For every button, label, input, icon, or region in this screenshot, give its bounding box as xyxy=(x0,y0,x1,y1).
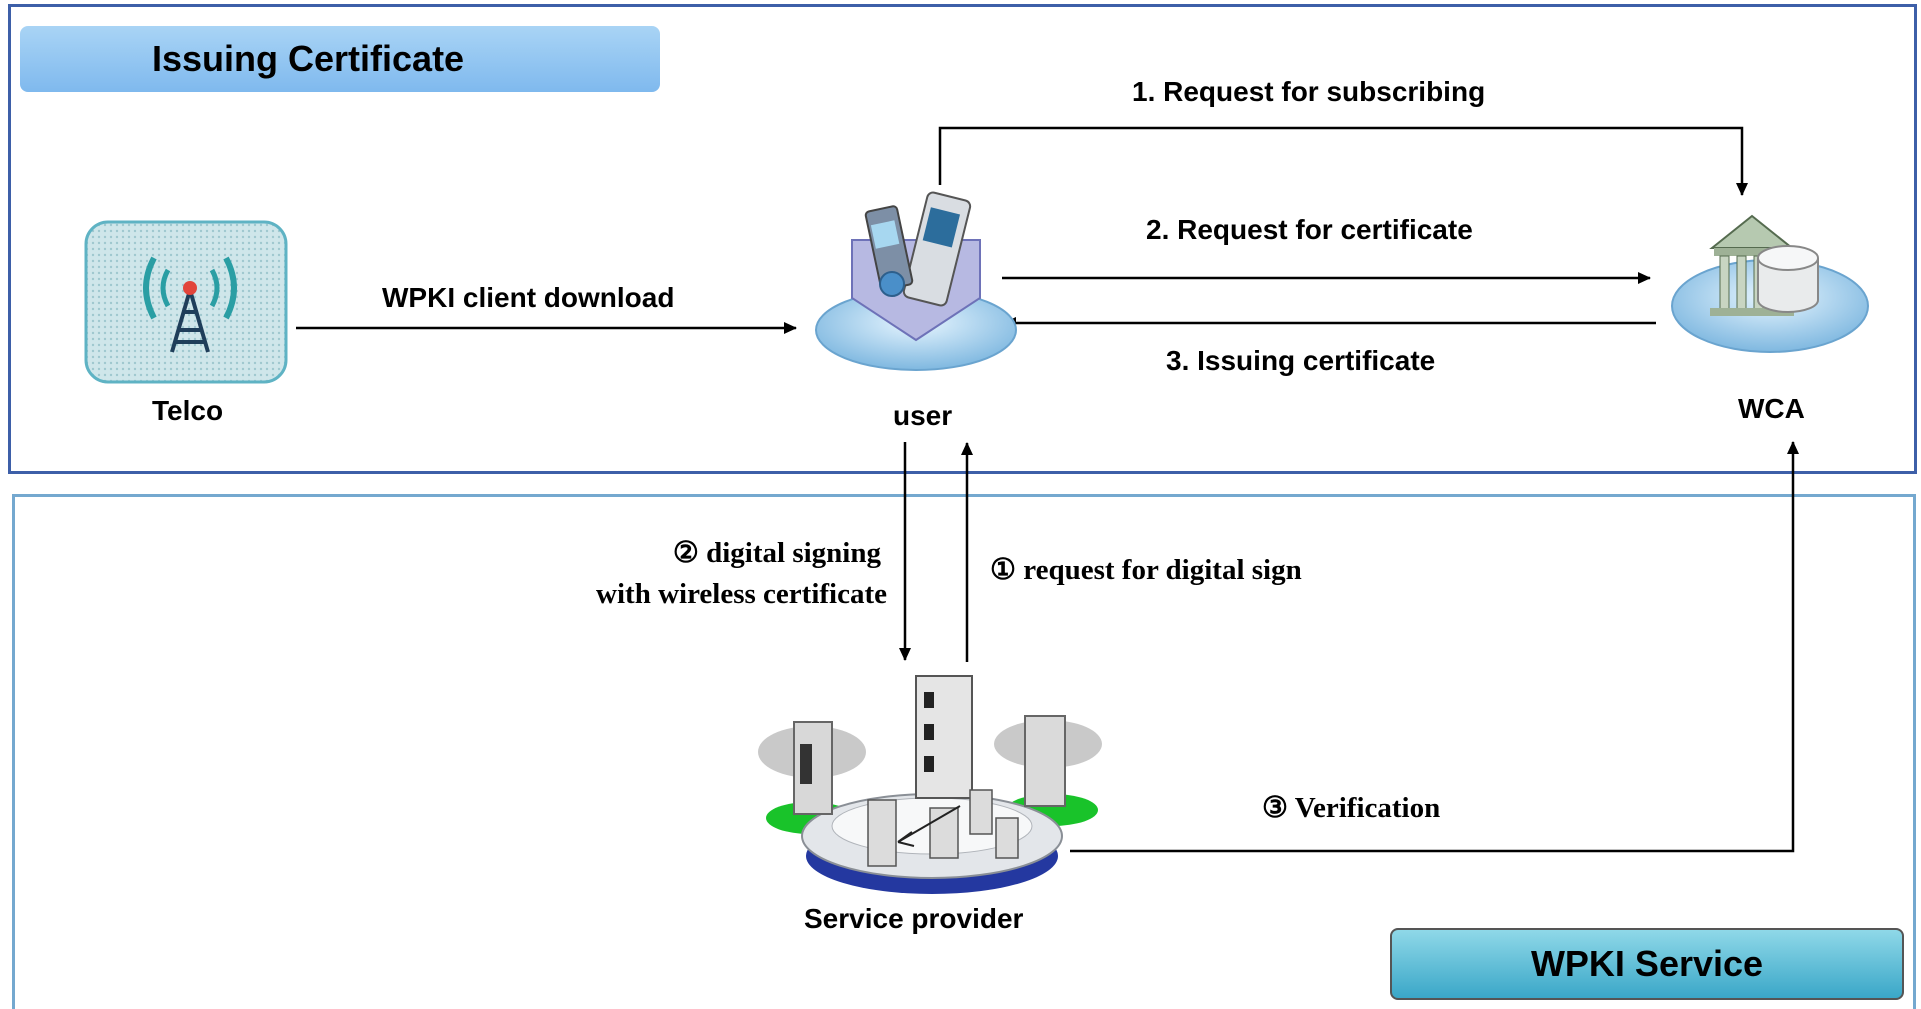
client-download-label: WPKI client download xyxy=(382,282,675,313)
subscribe-label: 1. Request for subscribing xyxy=(1132,76,1486,107)
bank-building-icon xyxy=(1671,214,1869,353)
digital-signing-label-line2: with wireless certificate xyxy=(596,578,887,610)
issuing-certificate-title: Issuing Certificate xyxy=(20,26,660,92)
digital-signing-label-line1: ② digital signing xyxy=(672,537,881,569)
verification-label: ③ Verification xyxy=(1262,792,1441,824)
wpki-service-title: WPKI Service xyxy=(1390,928,1904,1000)
issuing-certificate-label: 3. Issuing certificate xyxy=(1166,345,1436,376)
wca-label: WCA xyxy=(1738,393,1805,424)
arrow-subscribe xyxy=(938,126,1748,196)
request-certificate-label: 2. Request for certificate xyxy=(1146,214,1473,245)
service-provider-label: Service provider xyxy=(804,903,1024,934)
user-label: user xyxy=(893,400,953,431)
mobile-devices-icon xyxy=(815,191,1017,371)
arrow-verification xyxy=(1070,441,1799,853)
cell-tower-icon xyxy=(84,220,288,384)
telco-label: Telco xyxy=(152,395,224,426)
server-cluster-icon xyxy=(758,675,1102,894)
request-sign-label: ① request for digital sign xyxy=(990,554,1302,586)
issuing-certificate-panel xyxy=(8,4,1917,474)
wpki-service-panel xyxy=(12,494,1916,1009)
